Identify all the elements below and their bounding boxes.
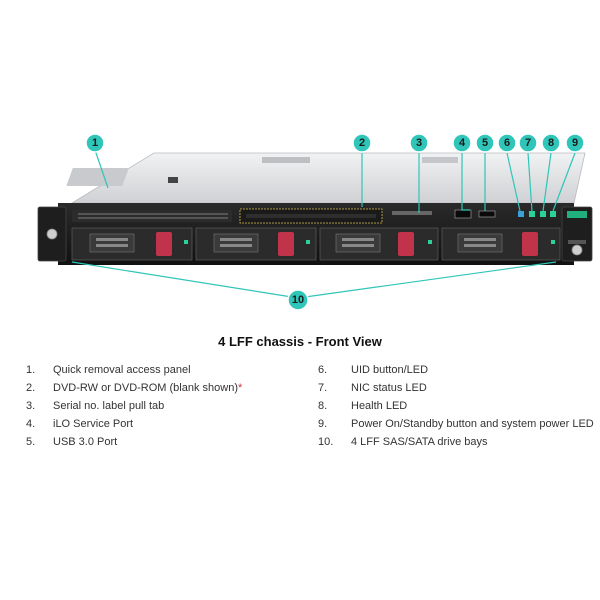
- drive-bay: [195, 227, 317, 261]
- legend-label: USB 3.0 Port: [53, 436, 118, 448]
- legend-number: 2.: [26, 382, 36, 394]
- uid-led: [518, 211, 524, 217]
- legend-label: Power On/Standby button and system power…: [351, 418, 594, 430]
- svg-text:6: 6: [504, 137, 510, 149]
- legend-number: 1.: [26, 364, 36, 376]
- legend-item: 8. Health LED: [318, 397, 407, 415]
- legend-item: 4. iLO Service Port: [26, 415, 133, 433]
- legend-label: 4 LFF SAS/SATA drive bays: [351, 436, 488, 448]
- svg-text:1: 1: [92, 137, 98, 149]
- callout-3: 3: [409, 133, 429, 153]
- lid-latch: [168, 177, 178, 183]
- callout-2: 2: [352, 133, 372, 153]
- callout-5: 5: [475, 133, 495, 153]
- power-led: [550, 211, 556, 217]
- legend-label: DVD-RW or DVD-ROM (blank shown)*: [53, 382, 243, 394]
- legend-item: 6. UID button/LED: [318, 361, 428, 379]
- lid-label: [66, 168, 129, 186]
- svg-text:10: 10: [292, 294, 304, 306]
- legend-label: NIC status LED: [351, 382, 427, 394]
- legend-label: Serial no. label pull tab: [53, 400, 165, 412]
- legend-number: 7.: [318, 382, 328, 394]
- legend-item: 1. Quick removal access panel: [26, 361, 191, 379]
- lid-sticker: [422, 157, 458, 163]
- legend-item: 9. Power On/Standby button and system pow…: [318, 415, 594, 433]
- callout-9: 9: [565, 133, 585, 153]
- svg-text:7: 7: [525, 137, 531, 149]
- legend-label: Quick removal access panel: [53, 364, 191, 376]
- legend-number: 6.: [318, 364, 328, 376]
- leader-lines: [71, 149, 576, 299]
- lid-sticker: [262, 157, 310, 163]
- legend-number: 10.: [318, 436, 334, 448]
- callout-6: 6: [497, 133, 517, 153]
- access-panel: [70, 152, 586, 204]
- rack-ear-screw: [46, 228, 58, 240]
- drive-bays: [71, 227, 561, 261]
- legend-right: 6. UID button/LED 7. NIC status LED 8. Heal…: [318, 361, 594, 451]
- ilo-service-port: [454, 209, 472, 219]
- drive-bay: [71, 227, 193, 261]
- legend-number: 3.: [26, 400, 36, 412]
- svg-text:8: 8: [548, 137, 554, 149]
- legend-label: UID button/LED: [351, 364, 429, 376]
- svg-text:5: 5: [482, 137, 488, 149]
- svg-text:2: 2: [359, 137, 365, 149]
- usb-port: [478, 210, 496, 218]
- legend-item: 10. 4 LFF SAS/SATA drive bays: [318, 433, 488, 451]
- legend-label: Health LED: [351, 400, 408, 412]
- drive-bay: [319, 227, 439, 261]
- legend-item: 5. USB 3.0 Port: [26, 433, 117, 451]
- legend-number: 5.: [26, 436, 36, 448]
- rack-ear-right: [561, 206, 593, 262]
- vent-grille: [72, 210, 232, 222]
- drive-bay: [441, 227, 561, 261]
- legend-item: 3. Serial no. label pull tab: [26, 397, 164, 415]
- view-title: 4 LFF chassis - Front View: [218, 334, 382, 349]
- legend-mark: *: [238, 382, 243, 394]
- svg-text:4: 4: [459, 137, 466, 149]
- brand-badge: [567, 211, 587, 218]
- callout-10: 10: [287, 289, 309, 311]
- serial-pull-tab: [392, 211, 432, 215]
- server-front-view-diagram: 1 2 3 4 5 6 7 8 9 10: [37, 133, 593, 311]
- callout-1: 1: [85, 133, 105, 153]
- model-label: [568, 240, 586, 244]
- legend-item: 2. DVD-RW or DVD-ROM (blank shown)*: [26, 379, 242, 397]
- callout-7: 7: [518, 133, 538, 153]
- legend-number: 4.: [26, 418, 36, 430]
- vent-grille: [78, 213, 228, 219]
- callout-4: 4: [452, 133, 472, 153]
- health-led: [540, 211, 546, 217]
- rack-ear-screw: [571, 244, 583, 256]
- legend-left: 1. Quick removal access panel 2. DVD-RW or…: [26, 361, 242, 451]
- callouts: 1 2 3 4 5 6 7 8 9 10: [85, 133, 585, 311]
- legend-number: 9.: [318, 418, 328, 430]
- legend-item: 7. NIC status LED: [318, 379, 427, 397]
- nic-led: [529, 211, 535, 217]
- dvd-blank-inner: [246, 214, 376, 218]
- legend-label: iLO Service Port: [53, 418, 134, 430]
- callout-8: 8: [541, 133, 561, 153]
- svg-text:3: 3: [416, 137, 422, 149]
- svg-text:9: 9: [572, 137, 578, 149]
- legend-number: 8.: [318, 400, 328, 412]
